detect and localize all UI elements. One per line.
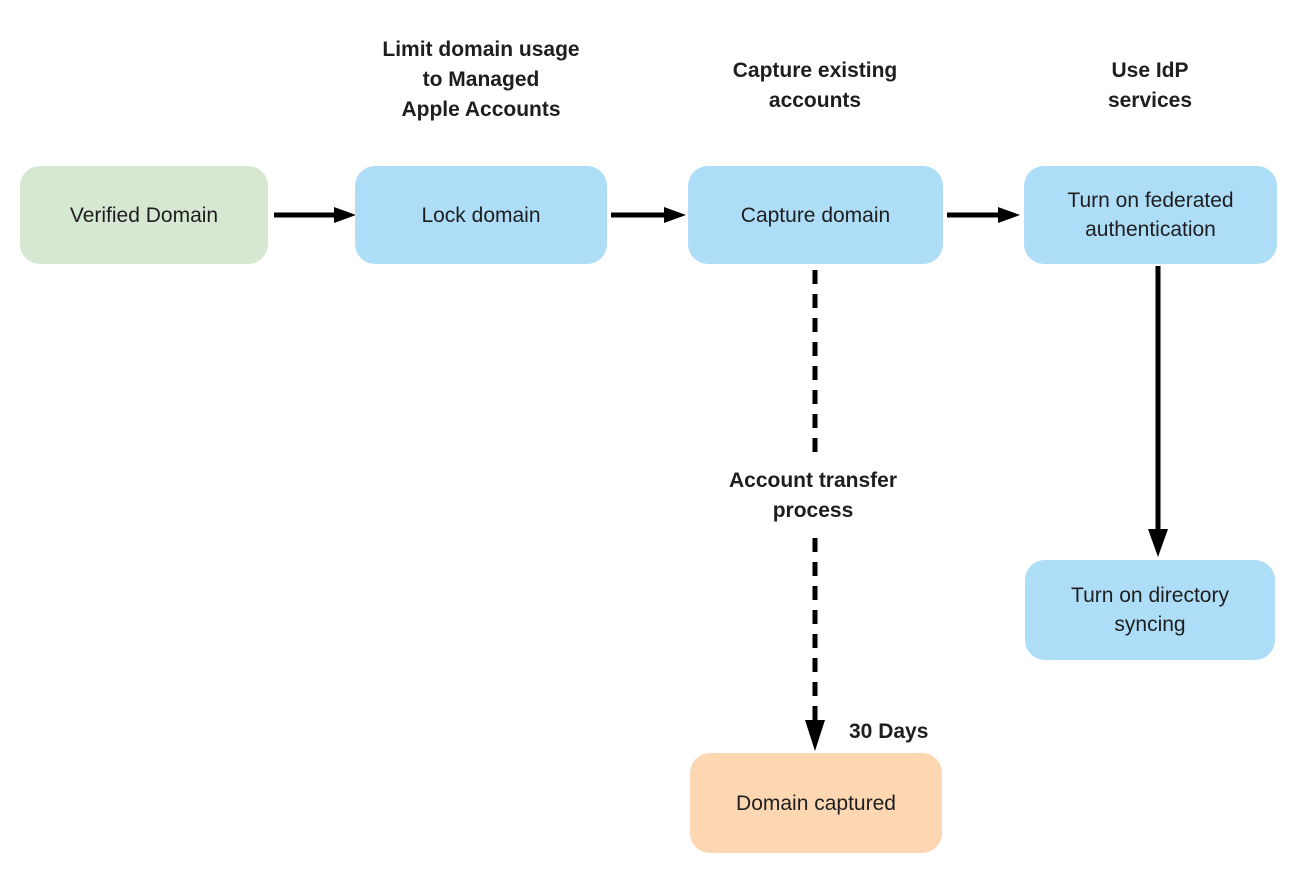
dashed-arrow-capture-to-domain-captured [805,270,825,751]
annotation-limit-domain-usage: Limit domain usage to Managed Apple Acco… [382,38,580,121]
node-capture-domain: Capture domain [688,166,943,264]
node-domain-captured: Domain captured [690,753,942,853]
node-turn-on-federated-authentication: Turn on federated authentication [1024,166,1277,264]
node-lock-domain: Lock domain [355,166,607,264]
arrowhead-icon [805,720,825,751]
arrowhead-icon [998,207,1020,223]
arrow-capture-to-federated [947,207,1020,223]
arrowhead-icon [1148,529,1168,557]
annotation-account-transfer-process: Account transfer process [728,469,898,522]
arrow-lock-to-capture [611,207,686,223]
arrowhead-icon [664,207,686,223]
arrow-federated-to-syncing [1148,266,1168,557]
annotation-use-idp-services: Use IdP services [1107,59,1193,112]
annotation-thirty-days: 30 Days [849,720,929,743]
annotation-capture-existing-accounts: Capture existing accounts [732,59,898,112]
arrowhead-icon [334,207,356,223]
node-turn-on-directory-syncing: Turn on directory syncing [1025,560,1275,660]
node-verified-domain: Verified Domain [20,166,268,264]
arrow-verified-to-lock [274,207,356,223]
